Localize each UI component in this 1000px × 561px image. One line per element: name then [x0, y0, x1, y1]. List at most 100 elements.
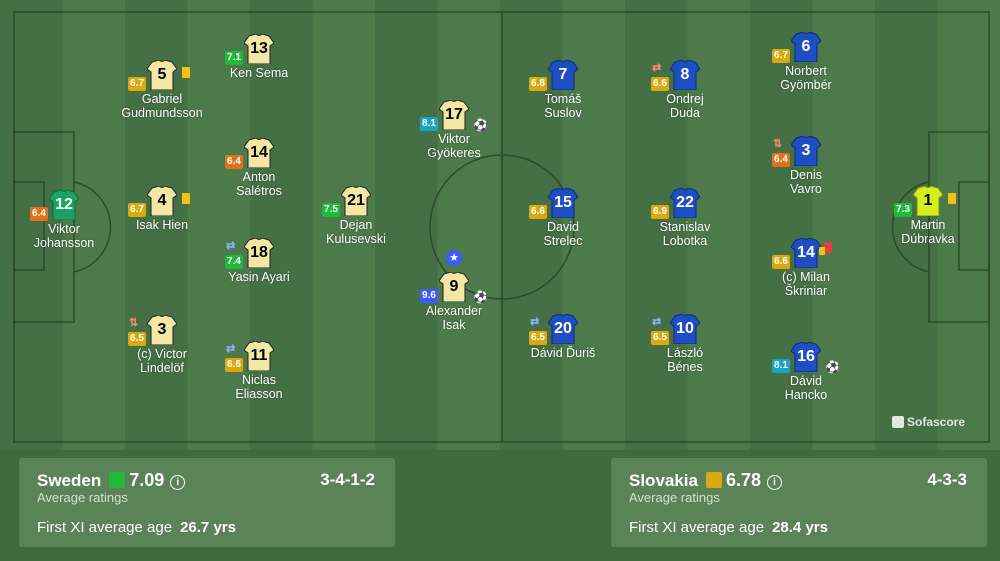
rating-badge: 6.6	[225, 358, 243, 372]
info-icon[interactable]: i	[170, 475, 186, 490]
rating-badge: 6.4	[30, 207, 48, 221]
shirt-number: 14	[797, 244, 815, 261]
shirt-number: 3	[801, 142, 811, 159]
player-name: Isak Hien	[135, 218, 189, 232]
goal-icon: ⚽	[825, 360, 840, 374]
rating-badge: 6.8	[529, 77, 547, 91]
info-icon[interactable]: i	[767, 475, 783, 490]
rating-badge: 6.6	[529, 205, 547, 219]
rating-badge: 6.7	[128, 77, 146, 91]
shirt-number: 9	[449, 278, 459, 295]
player-ayari[interactable]: 18 7.4 ⇄ Yasin Ayari	[199, 238, 319, 284]
red-card-icon	[824, 242, 832, 253]
shirt-number: 10	[676, 320, 694, 337]
yellow-card-icon	[182, 193, 190, 204]
jersey-icon	[791, 32, 821, 62]
avg-rating-swatch	[706, 472, 722, 488]
yellow-card-icon	[182, 67, 190, 78]
sub-in-icon: ⇄	[226, 343, 236, 355]
jersey-icon	[791, 238, 821, 268]
shirt-number: 1	[923, 192, 933, 209]
rating-badge: 8.1	[420, 117, 438, 131]
jersey-icon	[670, 188, 700, 218]
jersey-icon	[147, 186, 177, 216]
jersey-icon	[341, 186, 371, 216]
rating-badge: 7.4	[225, 255, 243, 269]
shirt-number: 20	[554, 320, 572, 337]
rating-badge: 7.5	[322, 203, 340, 217]
shirt-number: 17	[445, 106, 463, 123]
rating-badge: 6.7	[772, 49, 790, 63]
shirt-number: 18	[250, 244, 268, 261]
player-sweden-gk[interactable]: 12 6.4 Viktor Johansson	[4, 190, 124, 250]
shirt-number: 22	[676, 194, 694, 211]
sub-out-icon: ⇄	[652, 62, 662, 74]
avg-rating-swatch	[109, 472, 126, 488]
sub-in-icon: ⇄	[226, 240, 236, 252]
rating-badge: 6.5	[651, 331, 669, 345]
jersey-icon	[548, 60, 578, 90]
sofascore-watermark: Sofascore	[892, 415, 965, 429]
player-name: Dejan Kulusevski	[326, 218, 386, 246]
player-name: Viktor Johansson	[33, 222, 95, 250]
jersey-icon	[791, 136, 821, 166]
shirt-number: 6	[801, 38, 811, 55]
shirt-number: 12	[55, 196, 73, 213]
player-name: Denis Vavro	[790, 168, 822, 196]
player-name: Anton Salétros	[236, 170, 282, 198]
player-name: Gabriel Gudmundsson	[121, 92, 203, 120]
jersey-icon	[439, 272, 469, 302]
jersey-icon	[244, 341, 274, 371]
jersey-icon	[244, 138, 274, 168]
jersey-icon	[147, 60, 177, 90]
jersey-icon	[147, 315, 177, 345]
jersey-icon	[548, 188, 578, 218]
jersey-icon	[670, 314, 700, 344]
player-name: Norbert Gyömbér	[780, 64, 832, 92]
jersey-icon	[439, 100, 469, 130]
shirt-number: 8	[680, 66, 690, 83]
sub-in-icon: ⇄	[530, 316, 540, 328]
player-eliasson[interactable]: 11 6.6 ⇄ Niclas Eliasson	[199, 341, 319, 401]
player-name: Yasin Ayari	[228, 270, 290, 284]
shirt-number: 11	[250, 347, 268, 364]
player-name: Martin Dúbravka	[901, 218, 955, 246]
player-lobotka[interactable]: 22 6.9 Stanislav Lobotka	[625, 188, 745, 248]
player-name: Niclas Eliasson	[235, 373, 283, 401]
player-name: David Strelec	[543, 220, 583, 248]
shirt-number: 4	[157, 192, 167, 209]
player-name: Stanislav Lobotka	[659, 220, 711, 248]
sofascore-logo-icon	[892, 416, 904, 428]
rating-badge: 6.5	[128, 332, 146, 346]
formation: 3-4-1-2	[320, 470, 375, 489]
player-gyomber[interactable]: 6 6.7 Norbert Gyömbér	[746, 32, 866, 92]
rating-badge: 6.5	[529, 331, 547, 345]
rating-badge: 6.9	[651, 205, 669, 219]
pitch-lines	[13, 11, 990, 443]
yellow-card-icon	[819, 247, 825, 255]
rating-badge: 6.4	[772, 153, 790, 167]
